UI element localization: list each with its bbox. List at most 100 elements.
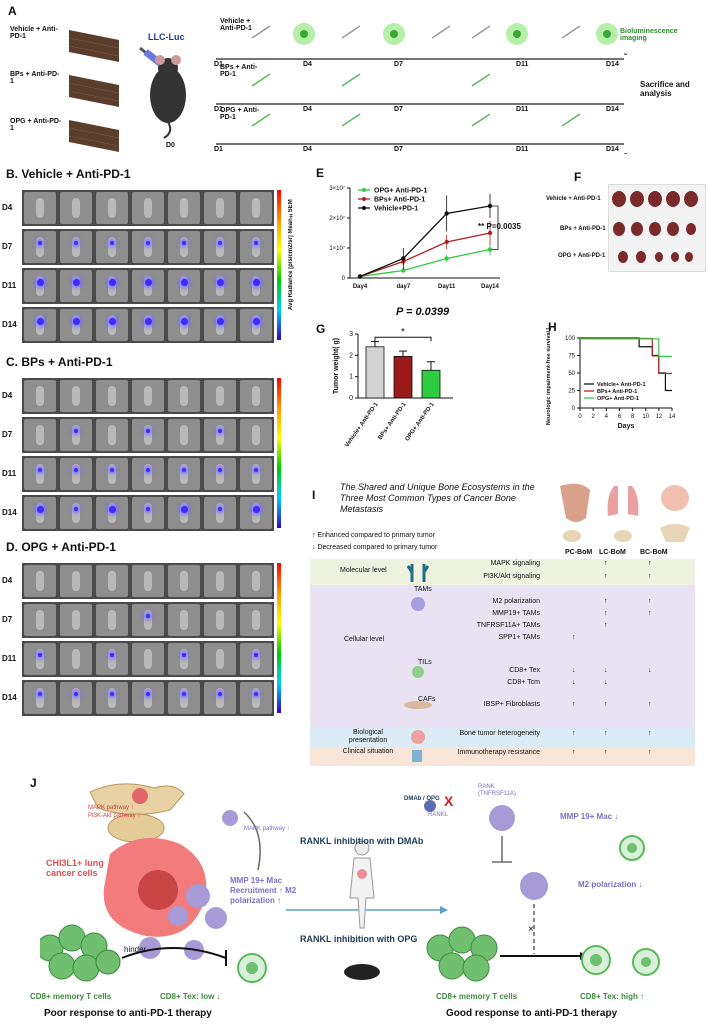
signal-spot xyxy=(252,317,260,325)
day-label: D4 xyxy=(303,146,312,153)
mouse-image xyxy=(24,565,56,597)
mouse-image xyxy=(204,380,236,412)
y-axis-label: Neurologic impairment-free survival [%] xyxy=(546,328,552,425)
legend-label: BPs+ Anti-PD-1 xyxy=(374,197,425,204)
bar xyxy=(393,356,413,399)
signal-spot xyxy=(182,468,186,472)
col-lc: LC-BoM xyxy=(599,549,626,556)
mouse-image xyxy=(132,458,164,490)
x-tick-label: 12 xyxy=(656,414,663,420)
mouse-image xyxy=(24,497,56,529)
signal-spot xyxy=(144,317,152,325)
legend-down: Decreased compared to primary tumor xyxy=(317,544,438,551)
signal-spot xyxy=(110,468,114,472)
day-label: D1 xyxy=(214,106,223,113)
data-point xyxy=(357,274,363,279)
subgroup-tams: TAMs xyxy=(414,586,432,593)
row-label: Immunotherapy resistance xyxy=(457,749,540,756)
day-label: D14 xyxy=(606,106,619,113)
mouse-image xyxy=(60,604,92,636)
imaging-row xyxy=(22,229,274,265)
row-cell-lc: ↑ xyxy=(604,749,608,756)
day-label: D7 xyxy=(394,146,403,153)
svg-text:×: × xyxy=(528,924,534,935)
mouse-image xyxy=(168,309,200,341)
survival-curve xyxy=(580,338,672,357)
panel-b-title: Vehicle + Anti-PD-1 xyxy=(21,167,131,181)
mouse-image xyxy=(168,419,200,451)
imaging-row xyxy=(22,456,274,492)
colorbar xyxy=(277,563,281,713)
mouse-image xyxy=(240,380,272,412)
mouse-image xyxy=(168,497,200,529)
signal-spot xyxy=(254,653,258,657)
tex-low-label: CD8+ Tex: low ↓ xyxy=(160,992,221,1001)
signal-spot xyxy=(38,241,42,245)
data-point xyxy=(487,230,493,236)
row-cell-pc: ↑ xyxy=(572,730,576,737)
y-tick-label: 0 xyxy=(342,276,346,282)
signal-spot xyxy=(182,653,186,657)
mmp-mac-label: MMP 19+ Mac Recruitment ↑ M2 polarizatio… xyxy=(230,876,297,905)
mouse-image xyxy=(24,270,56,302)
signal-spot xyxy=(108,505,116,513)
x-tick-label: OPG+ Anti-PD-1 xyxy=(405,401,436,442)
signal-spot xyxy=(74,507,78,511)
mouse-injection-icon xyxy=(139,46,186,139)
x-tick-label: Day11 xyxy=(438,284,456,290)
x-tick-label: 14 xyxy=(669,414,676,420)
row-label: TNFRSF11A+ TAMs xyxy=(476,622,540,629)
signal-spot xyxy=(182,241,186,245)
mouse-image xyxy=(204,192,236,224)
significance-bracket xyxy=(492,205,499,250)
signal-spot xyxy=(36,317,44,325)
row-cell-bc: ↓ xyxy=(648,667,652,674)
x-tick-label: day7 xyxy=(396,284,410,290)
good-response-label: Good response to anti-PD-1 therapy xyxy=(446,1008,618,1019)
legend-marker xyxy=(362,206,366,210)
imaging-row xyxy=(22,417,274,453)
imaging-row xyxy=(22,563,274,599)
series-line xyxy=(359,248,491,278)
y-tick-label: 75 xyxy=(568,354,575,360)
panel-i-title: The Shared and Unique Bone Ecosystems in… xyxy=(340,482,535,514)
mouse-image xyxy=(60,380,92,412)
day-label: D11 xyxy=(516,61,529,68)
imaging-day-label: D7 xyxy=(2,242,13,251)
signal-spot xyxy=(180,278,188,286)
mouse-image xyxy=(204,643,236,675)
imaging-day-label: D14 xyxy=(2,508,17,517)
day-label: D11 xyxy=(516,106,529,113)
colorbar-label: Avg Radiance [p/s/cm2/sr] Mean±SEM xyxy=(288,199,294,310)
signal-spot xyxy=(218,468,222,472)
timeline-group-1: Vehicle + Anti-PD-1 xyxy=(220,18,252,32)
signal-spot xyxy=(254,692,258,696)
row-label: MAPK signaling xyxy=(490,560,540,567)
mouse-image xyxy=(168,643,200,675)
hinder-label: hinder xyxy=(124,945,147,954)
day-label: D14 xyxy=(606,146,619,153)
bioluminescence-label: Bioluminescence imaging xyxy=(620,28,678,42)
signal-spot xyxy=(72,317,80,325)
col-bc: BC-BoM xyxy=(640,549,668,556)
section-bio: Biological presentation xyxy=(348,729,388,744)
signal-spot xyxy=(218,241,222,245)
signal-spot xyxy=(74,692,78,696)
mouse-image xyxy=(60,643,92,675)
row-label: CD8+ Tcm xyxy=(507,679,540,686)
y-tick-label: 1 xyxy=(349,374,353,381)
signal-spot xyxy=(146,614,150,618)
panel-b-label: B. xyxy=(6,167,18,181)
mouse-image xyxy=(96,380,128,412)
mouse-image xyxy=(132,682,164,714)
mouse-image xyxy=(24,309,56,341)
col-pc: PC-BoM xyxy=(565,549,593,556)
x-tick-label: 4 xyxy=(605,414,609,420)
panel-f-label: F xyxy=(574,170,582,184)
legend-label: Vehicle+ Anti-PD-1 xyxy=(597,382,646,388)
legend-label: OPG+ Anti-PD-1 xyxy=(597,396,639,402)
mouse-image xyxy=(240,458,272,490)
row-cell-pc: ↑ xyxy=(572,749,576,756)
